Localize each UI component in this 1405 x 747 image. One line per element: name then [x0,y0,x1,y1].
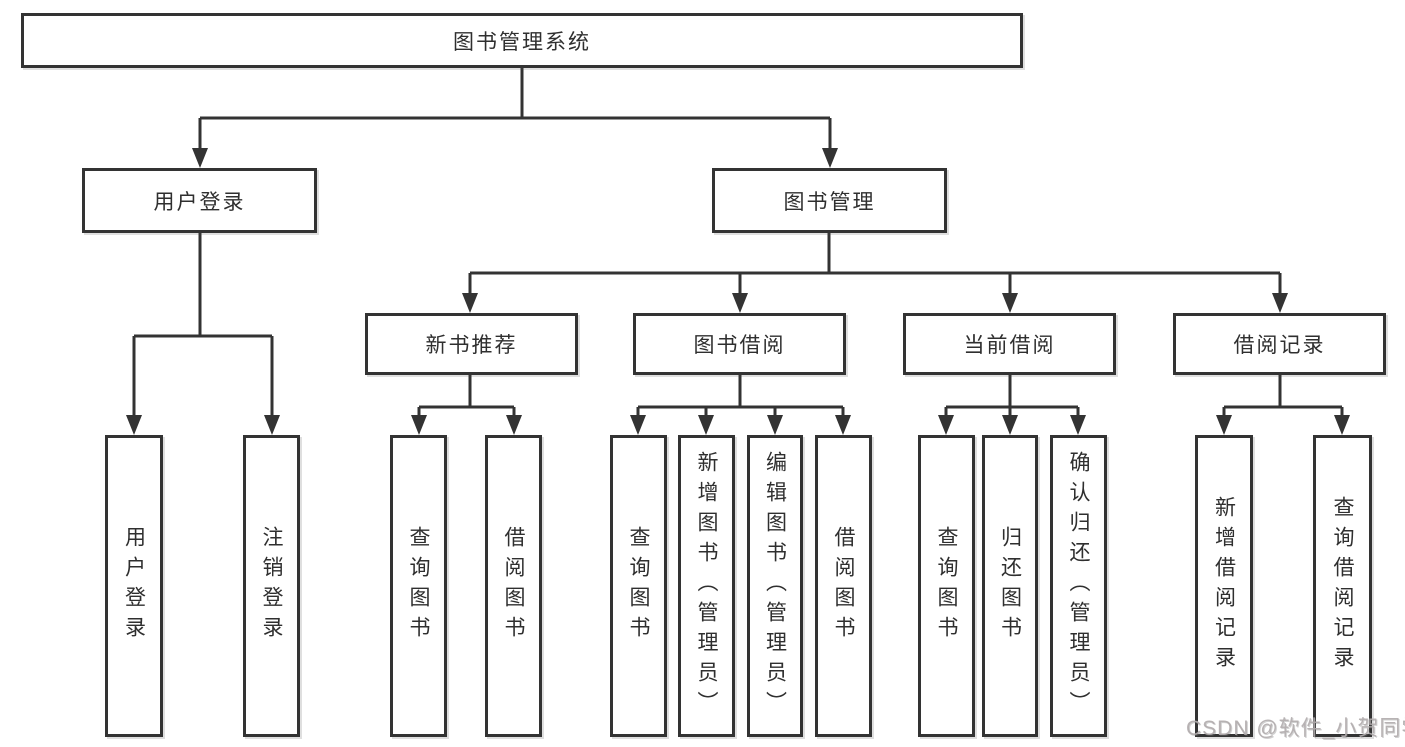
node-borrowing-records: 借阅记录 [1173,313,1386,375]
leaf-query-borrow-record: 查询借阅记录 [1313,435,1372,737]
leaf-logout: 注销登录 [243,435,300,737]
leaf-return-books: 归还图书 [982,435,1038,737]
leaf-borrow-books-borrowing: 借阅图书 [815,435,872,737]
leaf-label: 查询借阅记录 [1331,496,1354,676]
leaf-user-login: 用户登录 [105,435,163,737]
node-book-management: 图书管理 [712,168,947,233]
leaf-borrow-books-recommend: 借阅图书 [485,435,542,737]
leaf-label: 借阅图书 [832,526,855,646]
leaf-label: 借阅图书 [502,526,525,646]
leaf-label: 查询图书 [407,526,430,646]
leaf-confirm-return-admin: 确认归还（管理员） [1050,435,1107,737]
node-book-borrowing: 图书借阅 [633,313,846,375]
leaf-label: 查询图书 [627,526,650,646]
leaf-query-books-borrowing: 查询图书 [610,435,667,737]
leaf-query-books-current: 查询图书 [918,435,975,737]
leaf-label: 编辑图书（管理员） [763,451,787,721]
leaf-query-books-recommend: 查询图书 [390,435,447,737]
leaf-label: 注销登录 [260,526,283,646]
node-user-login: 用户登录 [82,168,317,233]
leaf-label: 确认归还（管理员） [1067,451,1090,721]
leaf-label: 用户登录 [122,526,146,646]
node-library-management-system: 图书管理系统 [21,13,1023,68]
leaf-add-borrow-record: 新增借阅记录 [1195,435,1253,737]
node-new-book-recommendation: 新书推荐 [365,313,578,375]
leaf-label: 新增借阅记录 [1212,496,1236,676]
leaf-add-book-admin: 新增图书（管理员） [678,435,735,737]
node-current-borrowing: 当前借阅 [903,313,1116,375]
leaf-label: 新增图书（管理员） [695,451,718,721]
leaf-label: 查询图书 [935,526,958,646]
leaf-edit-book-admin: 编辑图书（管理员） [747,435,803,737]
leaf-label: 归还图书 [998,526,1022,646]
